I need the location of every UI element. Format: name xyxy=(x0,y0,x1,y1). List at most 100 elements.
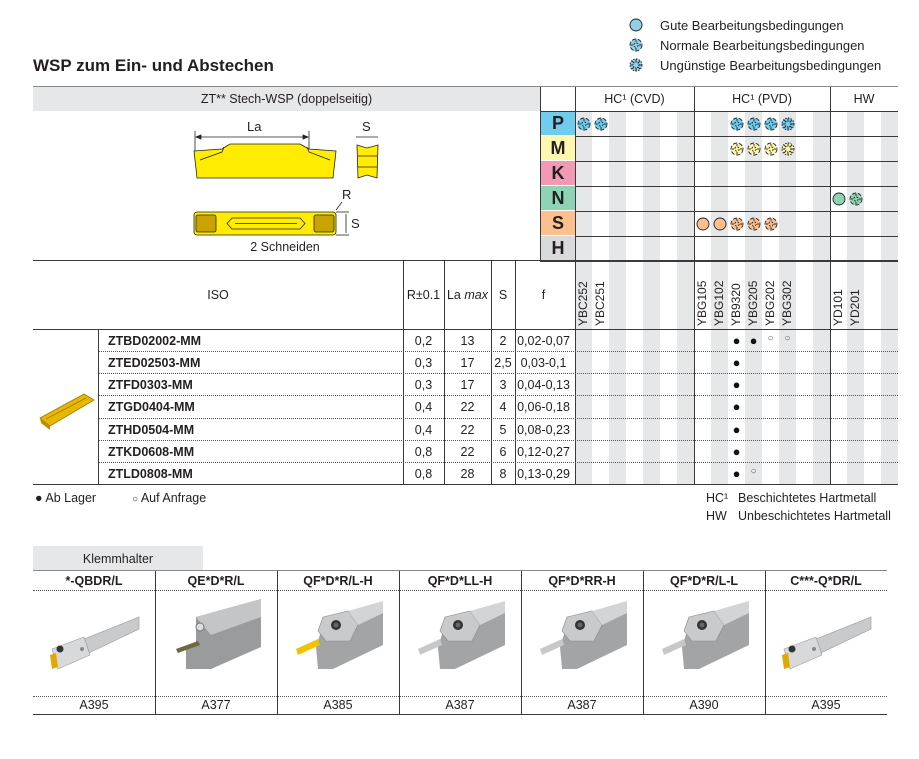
row-separator xyxy=(99,417,898,419)
column-header-f: f xyxy=(541,288,546,302)
holder-name: QF*D*R/L-L xyxy=(669,574,739,588)
unfavorable-condition-icon xyxy=(629,58,643,77)
cell-f: 0,03-0,1 xyxy=(520,356,567,371)
normal-condition-icon xyxy=(747,142,761,161)
grade-label: YBG202 xyxy=(763,280,777,326)
holder-page-ref[interactable]: A385 xyxy=(323,698,353,712)
column-divider xyxy=(491,260,492,484)
column-header-iso: ISO xyxy=(207,288,229,302)
cell-la: 13 xyxy=(460,334,475,348)
group-divider xyxy=(830,86,831,484)
note-hw: HW xyxy=(706,509,727,523)
column-header-r: R±0.1 xyxy=(406,288,441,302)
holder-image xyxy=(654,597,754,682)
request-circle-icon: ○ xyxy=(784,333,791,344)
table-top-border xyxy=(33,86,898,87)
insert-header: ZT** Stech-WSP (doppelseitig) xyxy=(200,92,373,106)
holder-divider xyxy=(765,571,766,714)
letter-divider xyxy=(540,86,541,260)
material-p: P xyxy=(541,111,575,136)
header-bottom-border xyxy=(33,260,898,261)
normal-condition-icon xyxy=(629,38,643,57)
iso-code: ZTGD0404-MM xyxy=(108,400,195,415)
header-divider xyxy=(540,111,898,112)
grade-label: YB9320 xyxy=(729,283,743,326)
column-header-bottom xyxy=(33,329,898,330)
holders-tab-label: Klemmhalter xyxy=(82,552,154,566)
cell-s: 2 xyxy=(499,334,507,348)
normal-condition-icon xyxy=(747,117,761,136)
insert-header-band xyxy=(33,86,540,111)
normal-condition-icon xyxy=(849,192,863,211)
cell-s: 2,5 xyxy=(494,356,512,371)
holder-name: *-QBDR/L xyxy=(65,574,123,588)
column-header-la: La max xyxy=(444,289,491,302)
cell-f: 0,06-0,18 xyxy=(517,400,570,415)
grade-label: YD101 xyxy=(831,289,845,326)
request-circle-icon: ○ xyxy=(750,465,757,477)
holder-divider xyxy=(155,571,156,714)
unfavorable-condition-icon xyxy=(781,142,795,161)
holder-image xyxy=(410,597,510,682)
grade-column-stripe xyxy=(609,111,626,484)
dim-s-label: S xyxy=(362,119,371,134)
holder-page-ref[interactable]: A395 xyxy=(79,698,109,712)
cell-f: 0,13-0,29 xyxy=(517,466,570,481)
holder-page-ref[interactable]: A395 xyxy=(811,698,841,712)
holder-image xyxy=(532,597,632,682)
legend-stock-label: Ab Lager xyxy=(45,491,97,505)
holder-card[interactable]: *-QBDR/L A395 xyxy=(33,571,155,714)
row-separator xyxy=(99,439,898,441)
grade-column-stripe xyxy=(779,111,796,484)
cell-r: 0,4 xyxy=(414,422,433,437)
note-hw-text: Unbeschichtetes Hartmetall xyxy=(738,509,891,523)
holders-header-separator xyxy=(33,590,887,591)
dim-la-label: La xyxy=(247,119,262,134)
column-divider xyxy=(444,260,445,484)
dim-r-label: R xyxy=(342,187,352,202)
column-divider xyxy=(515,260,516,484)
row-divider xyxy=(540,186,898,187)
grade-label: YBG102 xyxy=(712,280,726,326)
request-circle-icon: ○ xyxy=(132,494,139,505)
grade-label: YD201 xyxy=(848,289,862,326)
note-hc-text: Beschichtetes Hartmetall xyxy=(738,491,877,505)
normal-condition-icon xyxy=(730,117,744,136)
cell-f: 0,04-0,13 xyxy=(517,378,570,393)
holders-footer-separator xyxy=(33,696,887,697)
holder-page-ref[interactable]: A387 xyxy=(445,698,475,712)
holder-name: C***-Q*DR/L xyxy=(790,574,862,588)
legend-request: ○ Auf Anfrage xyxy=(132,492,206,505)
material-h: H xyxy=(541,236,575,261)
holder-image xyxy=(44,597,144,682)
legend-stock: ● Ab Lager xyxy=(35,492,96,505)
grade-group-header: HC¹ (CVD) xyxy=(604,92,665,106)
holder-card[interactable]: C***-Q*DR/L A395 xyxy=(765,571,887,714)
cell-r: 0,3 xyxy=(414,378,433,393)
grid-divider xyxy=(575,86,576,484)
grade-label: YBG302 xyxy=(780,280,794,326)
cell-s: 6 xyxy=(499,444,507,459)
holder-page-ref[interactable]: A387 xyxy=(567,698,597,712)
group-divider xyxy=(694,86,695,484)
grade-label: YBC252 xyxy=(576,281,590,326)
grade-column-stripe xyxy=(643,111,660,484)
normal-condition-icon xyxy=(594,117,608,136)
cell-f: 0,08-0,23 xyxy=(517,422,570,437)
normal-condition-icon xyxy=(764,142,778,161)
holder-card[interactable]: QF*D*R/L-L A390 xyxy=(643,571,765,714)
grade-label: YBC251 xyxy=(593,281,607,326)
cell-la: 22 xyxy=(460,422,475,437)
holder-page-ref[interactable]: A390 xyxy=(689,698,719,712)
normal-condition-icon xyxy=(730,217,744,236)
stock-dot-icon: ● xyxy=(732,355,741,371)
holder-page-ref[interactable]: A377 xyxy=(201,698,231,712)
drawing-caption: 2 Schneiden xyxy=(250,240,320,254)
good-condition-icon xyxy=(629,18,643,37)
holder-divider xyxy=(643,571,644,714)
iso-code: ZTFD0303-MM xyxy=(108,378,193,393)
